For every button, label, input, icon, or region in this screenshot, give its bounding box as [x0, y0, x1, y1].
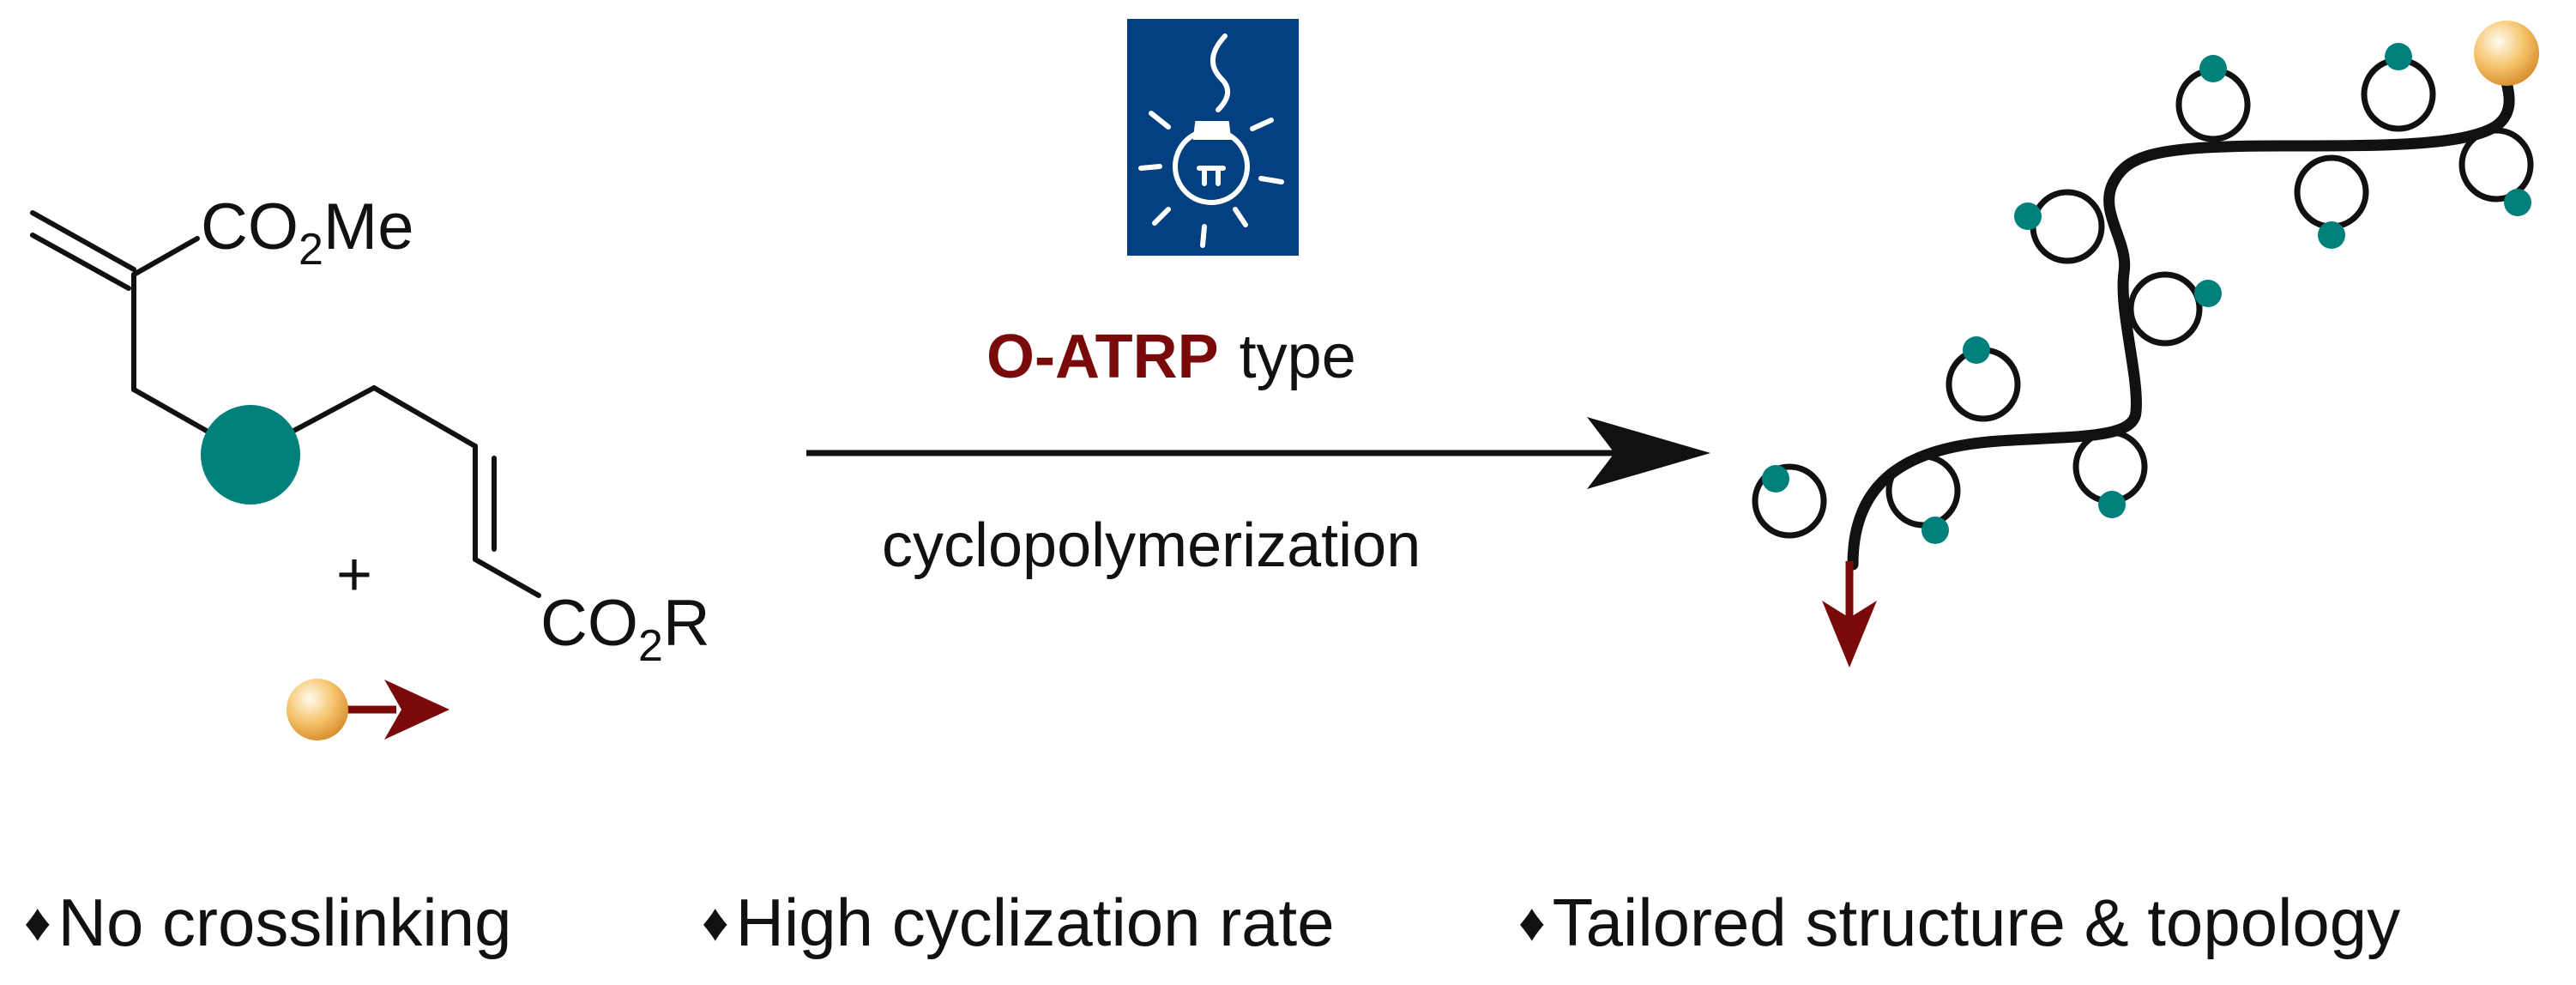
feature-item: ♦High cyclization rate — [702, 884, 1335, 962]
substituent — [1762, 465, 1789, 492]
feature-text: Tailored structure & topology — [1552, 885, 2401, 960]
polymer-product — [1752, 21, 2539, 668]
process-label: cyclopolymerization — [882, 511, 1421, 580]
substituent — [2199, 55, 2227, 82]
initiator — [287, 679, 449, 740]
ring — [2294, 154, 2369, 230]
reaction-arrow — [806, 417, 1710, 489]
method-suffix: type — [1240, 323, 1356, 391]
substituent — [2385, 43, 2412, 70]
method-label: O-ATRP type — [986, 323, 1356, 391]
plus-sign: + — [336, 541, 372, 609]
method-highlight: O-ATRP — [986, 323, 1219, 391]
arrow-icon — [1822, 601, 1877, 668]
ring — [2030, 189, 2105, 264]
substituent — [2504, 189, 2531, 216]
arrow-icon — [384, 680, 449, 740]
diamond-bullet-icon: ♦ — [24, 893, 51, 952]
feature-text: High cyclization rate — [735, 885, 1335, 960]
ester-top-label: CO2Me — [201, 190, 414, 275]
initiator-sphere-icon — [287, 679, 348, 740]
substituent — [1963, 336, 1990, 364]
feature-item: ♦No crosslinking — [24, 884, 512, 962]
substituent — [1921, 517, 1949, 544]
ring — [2072, 429, 2148, 505]
monomer-structure — [30, 210, 541, 598]
substituent — [2318, 221, 2345, 249]
light-bulb-icon — [1127, 19, 1299, 256]
feature-text: No crosslinking — [57, 885, 512, 960]
diamond-bullet-icon: ♦ — [1518, 893, 1546, 952]
ester-bottom-label: CO2R — [540, 587, 710, 671]
linker-node — [201, 405, 300, 505]
ring — [2127, 271, 2203, 347]
substituent — [2014, 202, 2042, 230]
feature-item: ♦Tailored structure & topology — [1518, 884, 2400, 962]
substituent — [2098, 491, 2126, 518]
initiator-sphere-icon — [2474, 21, 2539, 86]
substituent — [2194, 280, 2222, 307]
polymer-backbone — [1847, 76, 2515, 571]
feature-list: ♦No crosslinking ♦High cyclization rate … — [24, 884, 2563, 970]
diamond-bullet-icon: ♦ — [702, 893, 729, 952]
